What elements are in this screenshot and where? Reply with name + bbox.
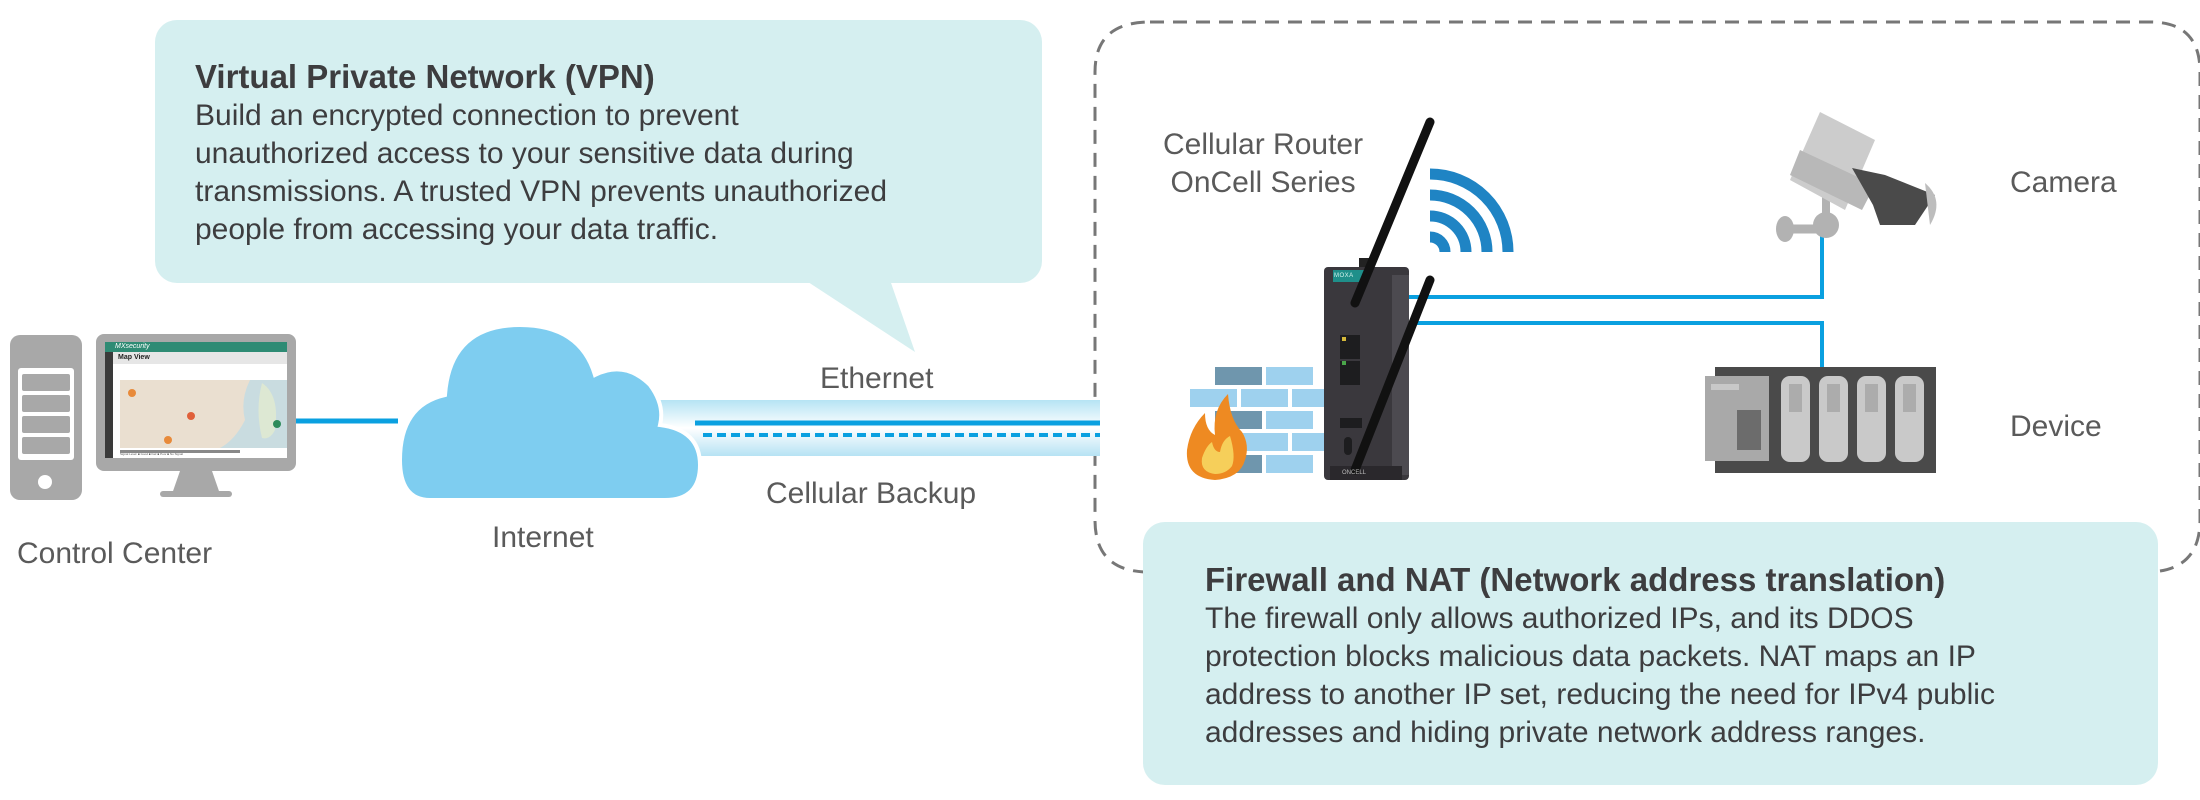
- vpn-callout: Virtual Private Network (VPN) Build an e…: [155, 20, 1042, 283]
- router-brand: MOXA: [1334, 273, 1354, 279]
- cellular-router-icon: [1324, 117, 1435, 480]
- fire-icon: [1186, 394, 1247, 480]
- control-center-label: Control Center: [17, 537, 213, 570]
- firewall-description-line: protection blocks malicious data packets…: [1205, 640, 1976, 673]
- vpn-description-line: people from accessing your data traffic.: [195, 213, 719, 246]
- firewall-nat-callout: Firewall and NAT (Network address transl…: [1143, 522, 2158, 785]
- pc-tower-icon: [10, 335, 82, 500]
- vpn-description-line: unauthorized access to your sensitive da…: [195, 137, 854, 170]
- router-label-line2: OnCell Series: [1170, 166, 1356, 199]
- device-icon: [1705, 367, 1936, 473]
- monitor-icon: [96, 334, 296, 497]
- firewall-description-line: The firewall only allows authorized IPs,…: [1205, 602, 1914, 635]
- vpn-description-line: Build an encrypted connection to prevent: [195, 99, 739, 132]
- internet-label: Internet: [492, 521, 594, 554]
- firewall-description-line: address to another IP set, reducing the …: [1205, 678, 1995, 711]
- monitor-view-title: Map View: [118, 354, 150, 361]
- router-label: Cellular Router OnCell Series: [1163, 126, 1363, 202]
- wifi-signal-icon: [1429, 168, 1514, 253]
- router-model: ONCELL: [1342, 470, 1367, 476]
- monitor-app-name: MXsecurity: [115, 343, 150, 350]
- camera-label: Camera: [2010, 166, 2117, 199]
- firewall-title: Firewall and NAT (Network address transl…: [1205, 561, 1946, 598]
- connection-tube: [655, 400, 1100, 456]
- router-label-line1: Cellular Router: [1163, 128, 1364, 161]
- cloud-icon: [397, 322, 703, 502]
- ethernet-label: Ethernet: [820, 362, 934, 395]
- device-link: [1408, 321, 1824, 368]
- camera-icon: [1776, 112, 1937, 242]
- device-label: Device: [2010, 410, 2102, 443]
- vpn-callout-tail: [805, 280, 915, 352]
- firewall-description-line: addresses and hiding private network add…: [1205, 716, 1926, 749]
- cellular-backup-label: Cellular Backup: [766, 477, 977, 510]
- camera-link: [1408, 230, 1824, 299]
- vpn-title: Virtual Private Network (VPN): [195, 58, 655, 95]
- vpn-description-line: transmissions. A trusted VPN prevents un…: [195, 175, 888, 208]
- site-boundary: [1093, 20, 2200, 574]
- monitor-legend: Signal Level: ■ Good ■ Fair ■ Poor ■ No …: [120, 452, 183, 456]
